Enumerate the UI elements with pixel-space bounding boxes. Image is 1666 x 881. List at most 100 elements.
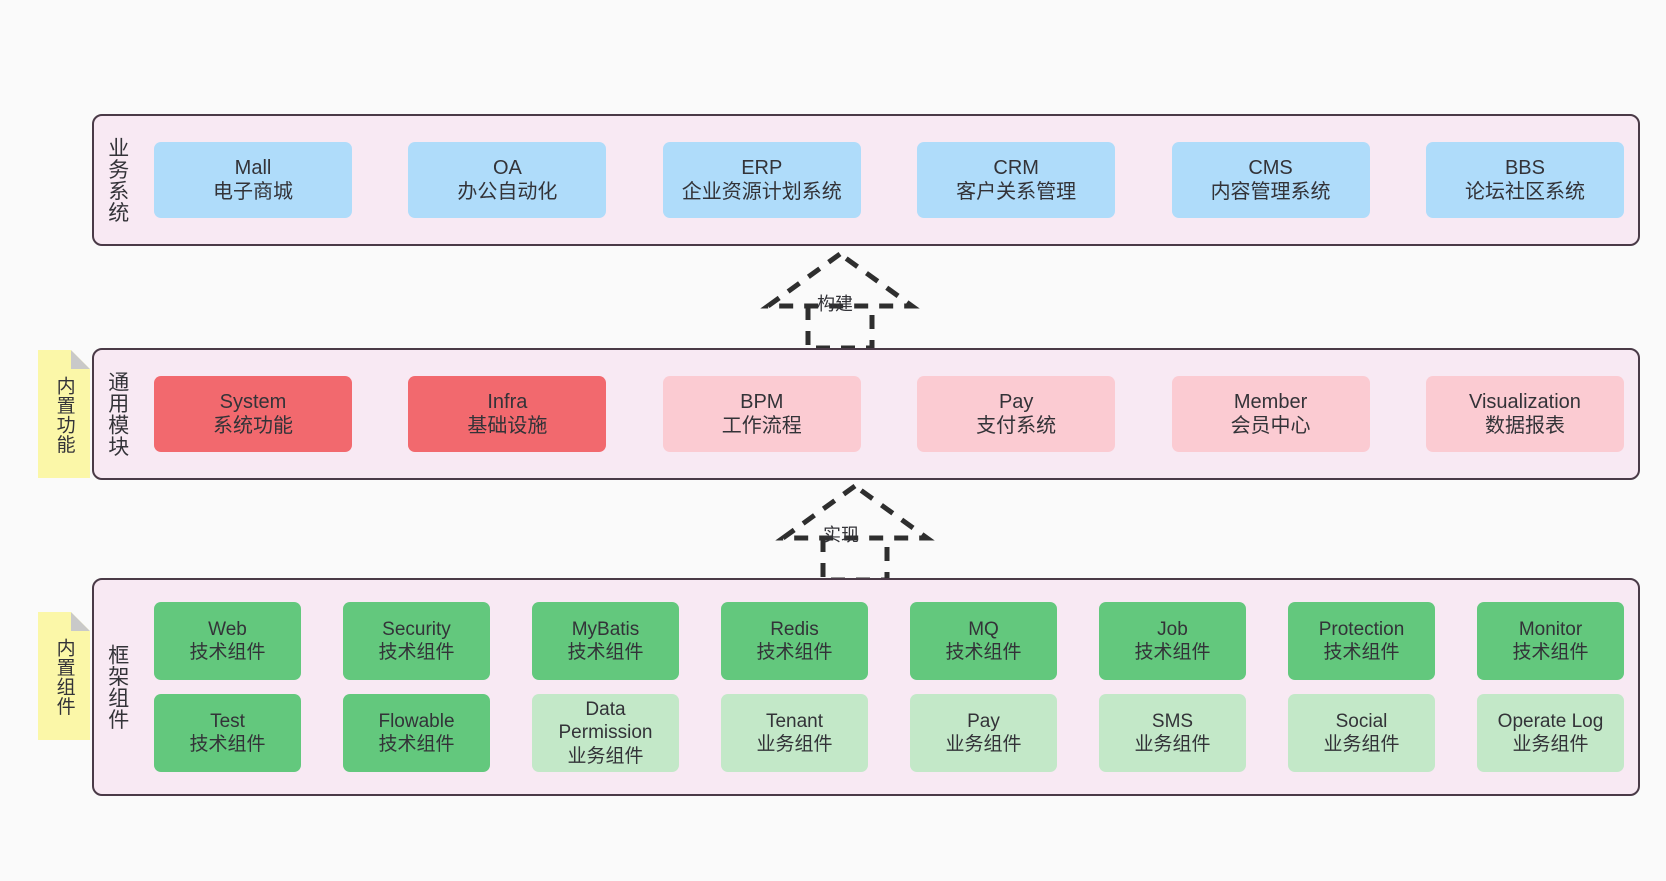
card-mybatis[interactable]: MyBatis 技术组件 [532,602,679,680]
card-data-permission-en: Data Permission [558,699,653,744]
card-bpm[interactable]: BPM 工作流程 [662,376,861,452]
card-tenant[interactable]: Tenant 业务组件 [721,694,868,772]
card-mall-en: Mall [234,156,272,179]
card-mq[interactable]: MQ 技术组件 [910,602,1057,680]
card-infra-en: Infra [487,390,528,413]
card-cms-en: CMS [1248,156,1293,179]
card-crm-cn: 客户关系管理 [956,181,1077,203]
card-visualization-en: Visualization [1468,390,1581,413]
card-monitor[interactable]: Monitor 技术组件 [1477,602,1624,680]
card-system-en: System [219,390,287,413]
card-flowable[interactable]: Flowable 技术组件 [343,694,490,772]
note-builtin-components-label: 内置组件 [53,638,75,716]
card-sms[interactable]: SMS 业务组件 [1099,694,1246,772]
layer-business-systems: 业务系统 Mall 电子商城 OA 办公自动化 ERP 企业资源计划系统 CRM… [92,114,1640,246]
card-sms-cn: 业务组件 [1134,734,1211,755]
card-mybatis-cn: 技术组件 [567,642,644,663]
card-flowable-cn: 技术组件 [378,734,455,755]
connector-realize-arrow [765,480,945,588]
layer-business-systems-body: Mall 电子商城 OA 办公自动化 ERP 企业资源计划系统 CRM 客户关系… [140,116,1638,244]
card-mall-cn: 电子商城 [213,181,293,203]
card-protection-cn: 技术组件 [1323,642,1400,663]
card-pay-component-cn: 业务组件 [945,734,1022,755]
card-monitor-cn: 技术组件 [1512,642,1589,663]
note-fold-corner-icon [71,350,90,369]
card-system[interactable]: System 系统功能 [154,376,352,452]
card-data-permission-cn: 业务组件 [567,745,644,767]
card-web-en: Web [208,618,247,640]
card-bbs-en: BBS [1504,156,1545,179]
card-pay-module-cn: 支付系统 [976,415,1057,437]
layer-framework-components-body: Web 技术组件 Security 技术组件 MyBatis 技术组件 Redi… [140,580,1638,794]
card-visualization[interactable]: Visualization 数据报表 [1425,376,1624,452]
card-mq-en: MQ [968,618,999,640]
card-mall[interactable]: Mall 电子商城 [154,142,352,218]
card-oa-en: OA [492,156,522,179]
card-cms[interactable]: CMS 内容管理系统 [1171,142,1370,218]
card-member-en: Member [1233,390,1308,413]
card-security[interactable]: Security 技术组件 [343,602,490,680]
card-bpm-en: BPM [740,390,784,413]
card-data-permission[interactable]: Data Permission 业务组件 [532,694,679,772]
card-operate-log[interactable]: Operate Log 业务组件 [1477,694,1624,772]
card-cms-cn: 内容管理系统 [1210,181,1331,203]
layer-framework-components-title: 框架组件 [105,644,129,730]
common-modules-row: System 系统功能 Infra 基础设施 BPM 工作流程 Pay 支付系统… [154,376,1624,452]
card-sms-en: SMS [1151,710,1194,732]
note-builtin-features-label: 内置功能 [53,376,75,454]
card-crm-en: CRM [993,156,1039,179]
card-bbs-cn: 论坛社区系统 [1464,181,1585,203]
card-crm[interactable]: CRM 客户关系管理 [917,142,1116,218]
card-pay-component[interactable]: Pay 业务组件 [910,694,1057,772]
card-redis-cn: 技术组件 [756,642,833,663]
card-pay-module[interactable]: Pay 支付系统 [917,376,1116,452]
note-builtin-components: 内置组件 [38,612,90,740]
card-bbs[interactable]: BBS 论坛社区系统 [1425,142,1624,218]
layer-common-modules: 通用模块 System 系统功能 Infra 基础设施 BPM 工作流程 Pay… [92,348,1640,480]
note-builtin-features: 内置功能 [38,350,90,478]
card-job[interactable]: Job 技术组件 [1099,602,1246,680]
connector-build-arrow [750,248,930,356]
card-job-en: Job [1157,618,1188,640]
card-oa-cn: 办公自动化 [457,181,558,203]
card-job-cn: 技术组件 [1134,642,1211,663]
card-erp-en: ERP [741,156,783,179]
card-social-en: Social [1335,710,1388,732]
card-test[interactable]: Test 技术组件 [154,694,301,772]
card-infra-cn: 基础设施 [467,415,548,437]
card-redis[interactable]: Redis 技术组件 [721,602,868,680]
card-security-cn: 技术组件 [378,642,455,663]
card-operate-log-en: Operate Log [1497,710,1604,732]
note-fold-corner-icon [71,612,90,631]
card-tenant-cn: 业务组件 [756,734,833,755]
card-test-en: Test [210,710,245,732]
card-security-en: Security [382,618,451,640]
card-social[interactable]: Social 业务组件 [1288,694,1435,772]
framework-business-components-row: Test 技术组件 Flowable 技术组件 Data Permission … [154,694,1624,772]
card-erp-cn: 企业资源计划系统 [681,181,842,203]
card-flowable-en: Flowable [378,710,455,732]
card-social-cn: 业务组件 [1323,734,1400,755]
card-tenant-en: Tenant [765,710,824,732]
card-member[interactable]: Member 会员中心 [1171,376,1370,452]
layer-common-modules-body: System 系统功能 Infra 基础设施 BPM 工作流程 Pay 支付系统… [140,350,1638,478]
card-bpm-cn: 工作流程 [721,415,802,437]
card-mq-cn: 技术组件 [945,642,1022,663]
card-protection[interactable]: Protection 技术组件 [1288,602,1435,680]
card-web[interactable]: Web 技术组件 [154,602,301,680]
business-systems-row: Mall 电子商城 OA 办公自动化 ERP 企业资源计划系统 CRM 客户关系… [154,142,1624,218]
card-mybatis-en: MyBatis [571,618,640,640]
framework-tech-components-row: Web 技术组件 Security 技术组件 MyBatis 技术组件 Redi… [154,602,1624,680]
card-test-cn: 技术组件 [189,734,266,755]
card-pay-component-en: Pay [967,710,1000,732]
card-pay-module-en: Pay [998,390,1034,413]
card-monitor-en: Monitor [1518,618,1583,640]
connector-realize-label: 实现 [823,525,859,545]
card-infra[interactable]: Infra 基础设施 [408,376,607,452]
card-oa[interactable]: OA 办公自动化 [408,142,607,218]
card-protection-en: Protection [1318,618,1405,640]
card-erp[interactable]: ERP 企业资源计划系统 [662,142,861,218]
layer-framework-components: 框架组件 Web 技术组件 Security 技术组件 MyBatis 技术组件… [92,578,1640,796]
layer-business-systems-title: 业务系统 [105,137,129,223]
